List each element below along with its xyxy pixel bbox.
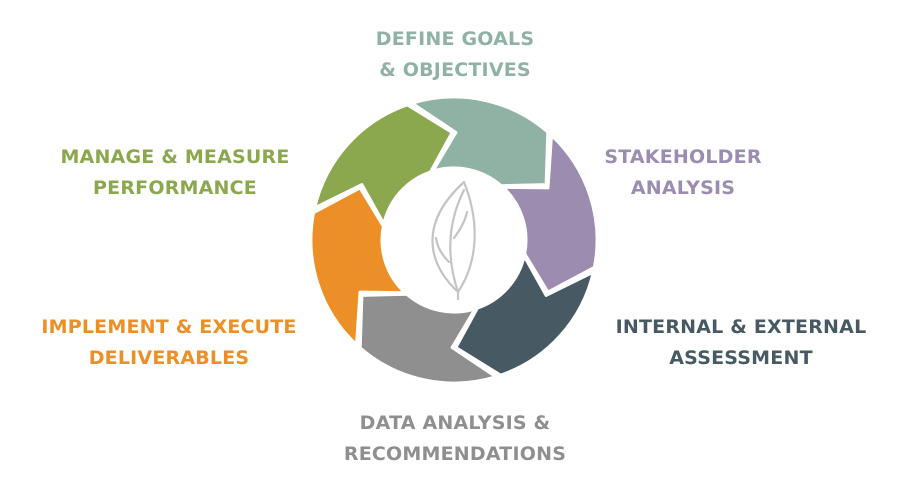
label-line: IMPLEMENT & EXECUTE — [41, 316, 297, 338]
label-manage-measure: MANAGE & MEASURE PERFORMANCE — [30, 142, 320, 204]
label-line: PERFORMANCE — [93, 177, 257, 199]
label-line: DELIVERABLES — [88, 347, 250, 369]
label-line: INTERNAL & EXTERNAL — [615, 316, 867, 338]
label-line: RECOMMENDATIONS — [343, 443, 567, 465]
label-stakeholder-analysis: STAKEHOLDER ANALYSIS — [578, 142, 788, 204]
label-line: STAKEHOLDER — [604, 146, 762, 168]
label-implement-execute: IMPLEMENT & EXECUTE DELIVERABLES — [14, 312, 324, 374]
label-data-analysis: DATA ANALYSIS & RECOMMENDATIONS — [310, 408, 600, 470]
label-define-goals: DEFINE GOALS & OBJECTIVES — [330, 24, 580, 86]
label-internal-external-assessment: INTERNAL & EXTERNAL ASSESSMENT — [596, 312, 886, 374]
label-line: & OBJECTIVES — [379, 59, 531, 81]
label-line: ASSESSMENT — [669, 347, 813, 369]
label-line: MANAGE & MEASURE — [60, 146, 290, 168]
leaf-icon — [431, 180, 476, 301]
label-line: DEFINE GOALS — [375, 28, 535, 50]
label-line: ANALYSIS — [630, 177, 736, 199]
center-circle — [382, 168, 526, 312]
label-line: DATA ANALYSIS & — [359, 412, 551, 434]
